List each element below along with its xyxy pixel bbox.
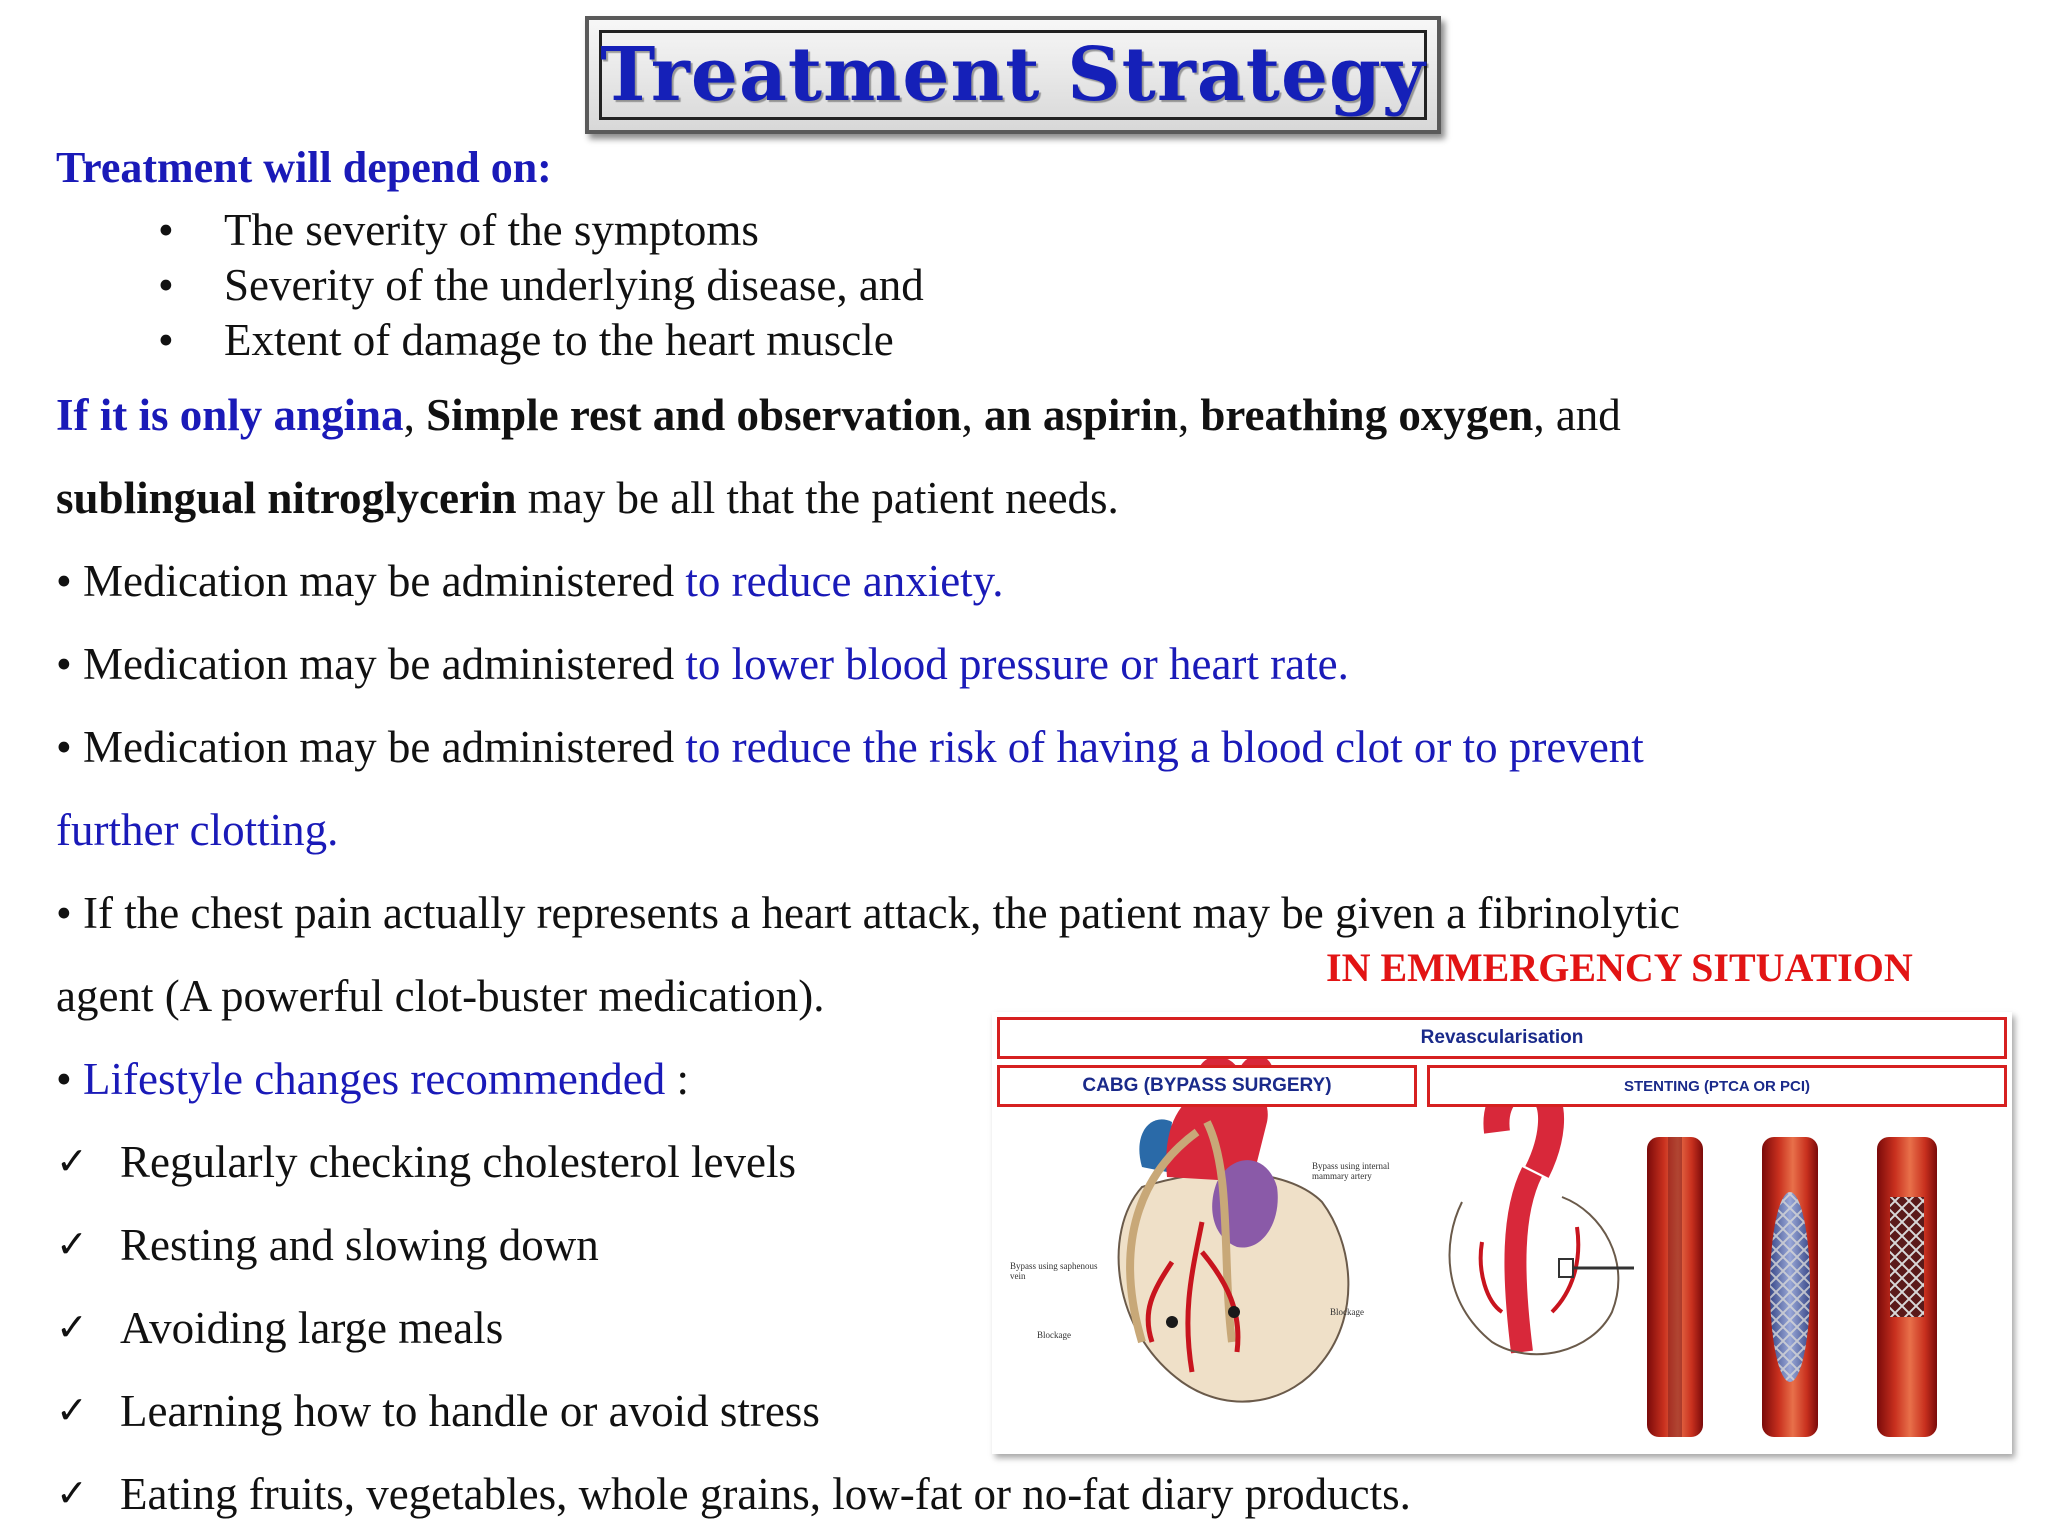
lifestyle-item-text: Resting and slowing down [120, 1220, 599, 1270]
lifestyle-colon: : [665, 1054, 690, 1104]
revascularisation-figure: Revascularisation CABG (BYPASS SURGERY) … [992, 1012, 2012, 1454]
heart-attack-line-2: agent (A powerful clot-buster medication… [56, 971, 825, 1021]
medication-item: • Medication may be administered to lowe… [56, 642, 1349, 687]
title-inner-frame: Treatment Strategy [599, 30, 1427, 120]
label-blockage-right: Blockage [1330, 1307, 1364, 1317]
depend-heading: Treatment will depend on: [56, 143, 552, 192]
angina-aspirin: an aspirin [984, 390, 1178, 440]
cabg-heart-illustration [1117, 1055, 1350, 1403]
check-icon: ✓ [56, 1305, 88, 1349]
angina-nitro: sublingual nitroglycerin [56, 473, 517, 523]
medication-purpose: to lower blood pressure or heart rate. [685, 639, 1349, 689]
lifestyle-heading: • Lifestyle changes recommended : [56, 1057, 689, 1102]
label-saphenous: Bypass using saphenous vein [1010, 1261, 1098, 1281]
medication-prefix: • Medication may be administered [56, 722, 686, 772]
vessel-balloon [1762, 1137, 1818, 1437]
angina-lead: If it is only angina [56, 390, 404, 440]
emergency-label: IN EMMERGENCY SITUATION [1326, 945, 1913, 990]
angina-line-1: If it is only angina, Simple rest and ob… [56, 393, 1621, 438]
check-icon: ✓ [56, 1388, 88, 1432]
lifestyle-bullet: • [56, 1054, 84, 1104]
check-icon: ✓ [56, 1471, 88, 1515]
depend-item-text: The severity of the symptoms [224, 205, 759, 255]
angina-sep: , [961, 390, 985, 440]
bullet: • [158, 315, 174, 365]
label-mammary: Bypass using internal mammary artery [1312, 1161, 1390, 1181]
depend-item-text: Extent of damage to the heart muscle [224, 315, 894, 365]
angina-oxygen: breathing oxygen [1200, 390, 1534, 440]
lifestyle-item-text: Eating fruits, vegetables, whole grains,… [120, 1469, 1411, 1519]
angina-sep: , and [1533, 390, 1621, 440]
lifestyle-label: Lifestyle changes recommended [83, 1054, 666, 1104]
angina-tail: may be all that the patient needs. [516, 473, 1119, 523]
cabg-title: CABG (BYPASS SURGERY) [997, 1065, 1417, 1107]
angina-line-2: sublingual nitroglycerin may be all that… [56, 476, 1119, 521]
medication-prefix: • Medication may be administered [56, 639, 686, 689]
medication-purpose-cont: further clotting. [56, 805, 339, 855]
medication-prefix: • Medication may be administered [56, 556, 686, 606]
figure-header: Revascularisation [997, 1017, 2007, 1059]
heart-attack-line-1: • If the chest pain actually represents … [56, 888, 1680, 938]
vessel-stent [1877, 1137, 1937, 1437]
medication-item: • Medication may be administered to redu… [56, 559, 1004, 604]
lifestyle-item-text: Learning how to handle or avoid stress [120, 1386, 820, 1436]
label-blockage-left: Blockage [1037, 1330, 1071, 1340]
medication-purpose: to reduce the risk of having a blood clo… [685, 722, 1644, 772]
stent-heart-illustration [1448, 1073, 1634, 1356]
stenting-title: STENTING (PTCA OR PCI) [1427, 1065, 2007, 1107]
vessel-plain [1647, 1137, 1703, 1437]
depend-item-text: Severity of the underlying disease, and [224, 260, 924, 310]
angina-rest: Simple rest and observation [426, 390, 962, 440]
bullet: • [158, 260, 174, 310]
lifestyle-item-text: Avoiding large meals [120, 1303, 504, 1353]
figure-illustration [1117, 1055, 1937, 1437]
medication-item: • Medication may be administered to redu… [56, 725, 1644, 770]
page-title: Treatment Strategy [600, 32, 1426, 118]
check-icon: ✓ [56, 1139, 88, 1183]
lifestyle-item-text: Regularly checking cholesterol levels [120, 1137, 797, 1187]
medication-purpose: to reduce anxiety. [685, 556, 1004, 606]
angina-sep: , [1177, 390, 1201, 440]
angina-sep: , [403, 390, 427, 440]
title-box: Treatment Strategy [585, 16, 1441, 134]
bullet: • [158, 205, 174, 255]
check-icon: ✓ [56, 1222, 88, 1266]
